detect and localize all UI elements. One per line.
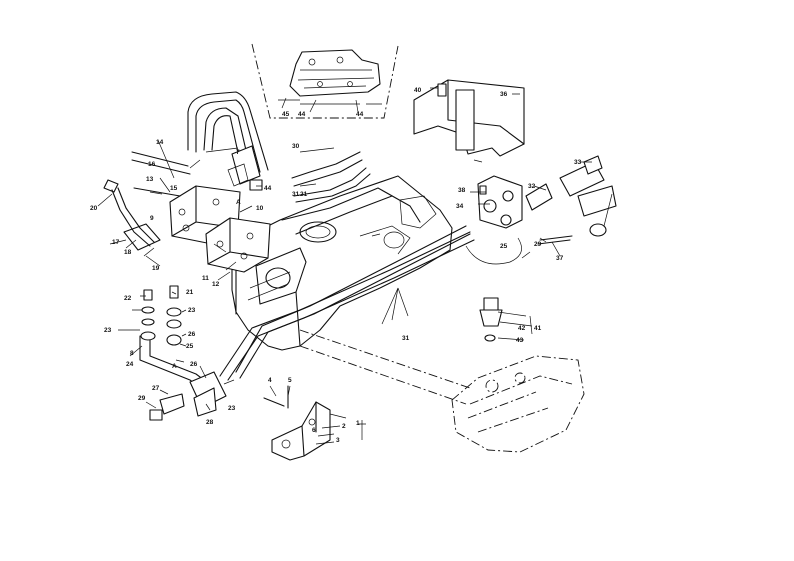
callout: 24	[126, 361, 134, 368]
callout: 5	[288, 377, 292, 384]
callout: 33	[574, 159, 582, 166]
callout: 21	[186, 289, 194, 296]
callout: 7	[236, 149, 240, 156]
callout: 15	[170, 185, 178, 192]
transmission-housing	[231, 175, 453, 351]
callout: 17	[112, 239, 120, 246]
callout: 26	[188, 331, 196, 338]
hydraulic-tubes	[139, 91, 522, 393]
callout: 6	[312, 427, 316, 434]
callout: 42	[518, 325, 526, 332]
callout: 16	[148, 161, 156, 168]
callout: 9	[150, 215, 154, 222]
callout: 44	[264, 185, 272, 192]
callout: 4	[268, 377, 272, 384]
callout: 34	[456, 203, 464, 210]
callout: 13	[146, 176, 154, 183]
callout: 10	[256, 205, 264, 212]
callout: 29	[534, 241, 542, 248]
callout: 30	[292, 143, 300, 150]
callout: 41	[534, 325, 542, 332]
callout: 26	[190, 361, 198, 368]
callout: A	[236, 199, 241, 206]
inset-detail	[251, 43, 399, 119]
callout: 25	[500, 243, 508, 250]
callout: 18	[124, 249, 132, 256]
tee-block	[149, 371, 227, 421]
control-valve-stack	[169, 145, 271, 273]
callout: 2	[342, 423, 346, 430]
callout: 23	[228, 405, 236, 412]
callout: 1	[356, 420, 360, 427]
callout: 44	[298, 111, 306, 118]
callout: 27	[152, 385, 160, 392]
pump-housing-dashed	[299, 329, 585, 453]
callout: 22	[124, 295, 132, 302]
callout: 44	[356, 111, 364, 118]
callout-labels: 1 2 3 4 5 6 7 8 9 10 11 12 13 14 15 16 1…	[90, 87, 582, 444]
callout: 45	[282, 111, 290, 118]
fitting-stack-left	[140, 285, 182, 346]
callout: 21	[300, 191, 308, 198]
callout: 11	[202, 275, 209, 282]
callout: 40	[414, 87, 422, 94]
callout: 31	[292, 191, 300, 198]
callout: 36	[500, 91, 508, 98]
callout: 29	[138, 395, 146, 402]
callout: 23	[104, 327, 112, 334]
callout: 12	[212, 281, 220, 288]
callout: 20	[90, 205, 98, 212]
callout: 3	[336, 437, 340, 444]
callout: 23	[188, 307, 196, 314]
callout: 38	[458, 187, 466, 194]
callout: 19	[152, 265, 160, 272]
callout: 25	[186, 343, 194, 350]
operating-lever	[103, 151, 191, 267]
callout: 14	[156, 139, 164, 146]
callout: 43	[516, 337, 524, 344]
callout: 8	[130, 350, 134, 357]
lower-valve	[263, 385, 331, 461]
leader-lines	[97, 87, 592, 445]
filter-element	[479, 297, 503, 342]
callout: 37	[556, 255, 564, 262]
callout: 32	[528, 183, 536, 190]
filter-assembly	[413, 79, 617, 245]
callout: 28	[206, 419, 214, 426]
callout: A	[172, 363, 177, 370]
callout: 31	[402, 335, 410, 342]
